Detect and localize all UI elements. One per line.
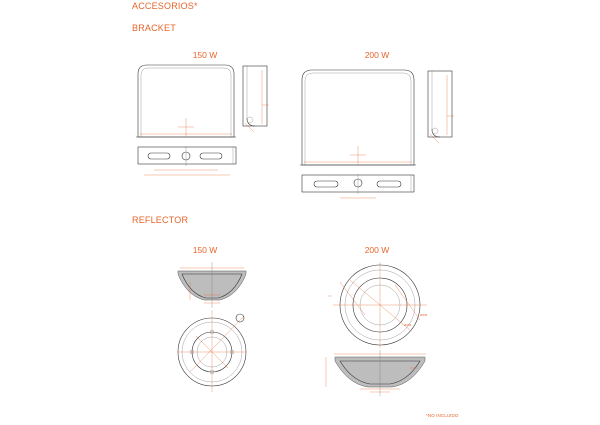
reflector-150w-top-view bbox=[177, 310, 247, 392]
reflector-200w-top-view: Ø345 Ø255 bbox=[328, 262, 428, 348]
svg-text:Ø255: Ø255 bbox=[404, 323, 412, 327]
bracket-title: BRACKET bbox=[132, 23, 176, 33]
reflector-150w-label: 150 W bbox=[192, 245, 218, 255]
footnote: *NO INCLUIDO bbox=[426, 413, 459, 418]
bracket-150w-top-view bbox=[137, 146, 237, 176]
bracket-150w-side-view bbox=[242, 65, 269, 133]
svg-text:Ø345: Ø345 bbox=[420, 313, 428, 317]
bracket-150w-label: 150 W bbox=[192, 50, 218, 60]
reflector-title: REFLECTOR bbox=[132, 215, 189, 225]
bracket-200w-label: 200 W bbox=[364, 50, 390, 60]
bracket-150w-front-view bbox=[136, 64, 236, 138]
bracket-200w-top-view bbox=[301, 174, 415, 199]
bracket-200w-side-view bbox=[427, 70, 454, 144]
accessories-title: ACCESORIOS* bbox=[132, 1, 198, 11]
reflector-150w-side-view bbox=[177, 262, 247, 308]
bracket-200w-front-view bbox=[300, 69, 416, 166]
reflector-200w-label: 200 W bbox=[364, 245, 390, 255]
reflector-200w-side-view bbox=[325, 350, 426, 396]
